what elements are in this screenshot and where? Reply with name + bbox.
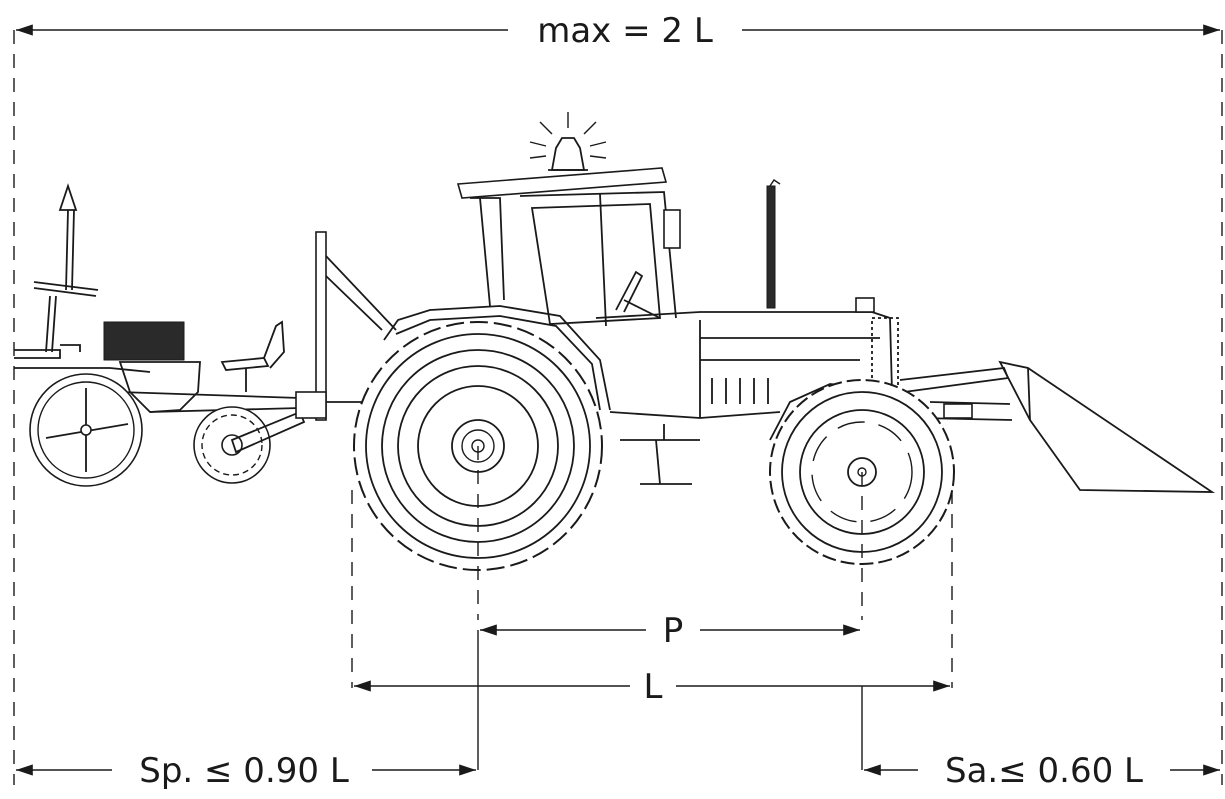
tractor — [383, 112, 1216, 493]
front-overhang-label: Sa.≤ 0.60 L — [945, 751, 1143, 791]
wheelbase-label: P — [663, 611, 684, 651]
length-dimension: L — [354, 667, 950, 707]
front-overhang-dimension: Sa.≤ 0.60 L — [864, 751, 1220, 791]
overall-extent-lines — [13, 30, 1223, 785]
max-dimension-label: max = 2 L — [537, 11, 713, 51]
rear-overhang-label: Sp. ≤ 0.90 L — [139, 751, 349, 791]
extension-lines — [351, 446, 953, 688]
rear-overhang-dimension: Sp. ≤ 0.90 L — [16, 751, 476, 791]
wheelbase-dimension: P — [480, 611, 860, 651]
rear-implement — [14, 183, 397, 487]
max-dimension: max = 2 L — [16, 11, 1220, 51]
length-label: L — [644, 667, 663, 707]
overhang-guides — [477, 630, 863, 770]
